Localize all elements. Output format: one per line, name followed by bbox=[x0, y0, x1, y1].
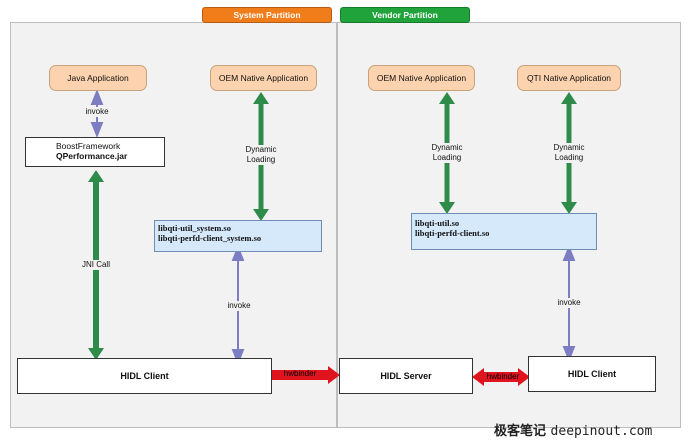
hidl-server-box: HIDL Server bbox=[339, 358, 473, 394]
hidl-client-system-box: HIDL Client bbox=[17, 358, 272, 394]
invoke-label-vendor: invoke bbox=[552, 298, 586, 308]
site-watermark: 极客笔记 deepinout.com bbox=[494, 420, 652, 439]
java-application-box: Java Application bbox=[49, 65, 147, 91]
hwbinder-label-right: hwbinder bbox=[486, 372, 520, 381]
hwbinder-arrow-right bbox=[472, 368, 530, 386]
dynamic-loading-vendor-oem-line1: Dynamic bbox=[431, 143, 463, 152]
hidl-client-vendor-box: HIDL Client bbox=[528, 356, 656, 392]
libqti-perfd-client-label: libqti-perfd-client.so bbox=[415, 228, 490, 238]
vendor-partition-tab: Vendor Partition bbox=[340, 7, 470, 23]
boostframework-label: BoostFramework bbox=[56, 141, 121, 151]
qti-native-application-box: QTI Native Application bbox=[517, 65, 621, 91]
dynamic-loading-label-vendor-qti: Dynamic Loading bbox=[544, 143, 594, 163]
jni-call-label: JNI Call bbox=[76, 260, 116, 270]
invoke-label-java: invoke bbox=[80, 107, 114, 117]
system-partition-tab: System Partition bbox=[202, 7, 332, 23]
dynamic-loading-line2: Loading bbox=[246, 155, 276, 164]
dynamic-loading-label-vendor-oem: Dynamic Loading bbox=[422, 143, 472, 163]
libqti-util-system-label: libqti-util_system.so bbox=[158, 223, 231, 233]
qperformance-jar-label: QPerformance.jar bbox=[56, 151, 128, 161]
hidl-server-label: HIDL Server bbox=[380, 371, 432, 381]
vendor-lib-box: libqti-util.so libqti-perfd-client.so bbox=[411, 213, 597, 250]
oem-native-application-system-box: OEM Native Application bbox=[210, 65, 317, 91]
boostframework-box: BoostFramework QPerformance.jar bbox=[25, 137, 165, 167]
dynamic-loading-label-system: Dynamic Loading bbox=[236, 145, 286, 165]
jni-call-arrowhead-top bbox=[88, 170, 104, 182]
libqti-util-label: libqti-util.so bbox=[415, 218, 460, 228]
watermark-chinese: 极客笔记 bbox=[494, 424, 547, 439]
invoke-label-system: invoke bbox=[222, 301, 256, 311]
hwbinder-arrow-left bbox=[258, 366, 340, 384]
watermark-url: deepinout.com bbox=[550, 424, 653, 439]
dynamic-loading-vendor-qti-line1: Dynamic bbox=[553, 143, 585, 152]
dynamic-loading-vendor-qti-line2: Loading bbox=[554, 153, 584, 162]
libqti-perfd-client-system-label: libqti-perfd-client_system.so bbox=[158, 233, 262, 243]
dynamic-loading-vendor-oem-line2: Loading bbox=[432, 153, 462, 162]
hidl-client-system-label: HIDL Client bbox=[120, 371, 169, 381]
oem-native-application-vendor-box: OEM Native Application bbox=[368, 65, 475, 91]
system-lib-box: libqti-util_system.so libqti-perfd-clien… bbox=[154, 220, 322, 252]
jni-call-arrowhead-bottom bbox=[88, 348, 104, 360]
dynamic-loading-line1: Dynamic bbox=[245, 145, 277, 154]
hidl-client-vendor-label: HIDL Client bbox=[567, 369, 617, 379]
hwbinder-label-left: hwbinder bbox=[283, 369, 317, 378]
